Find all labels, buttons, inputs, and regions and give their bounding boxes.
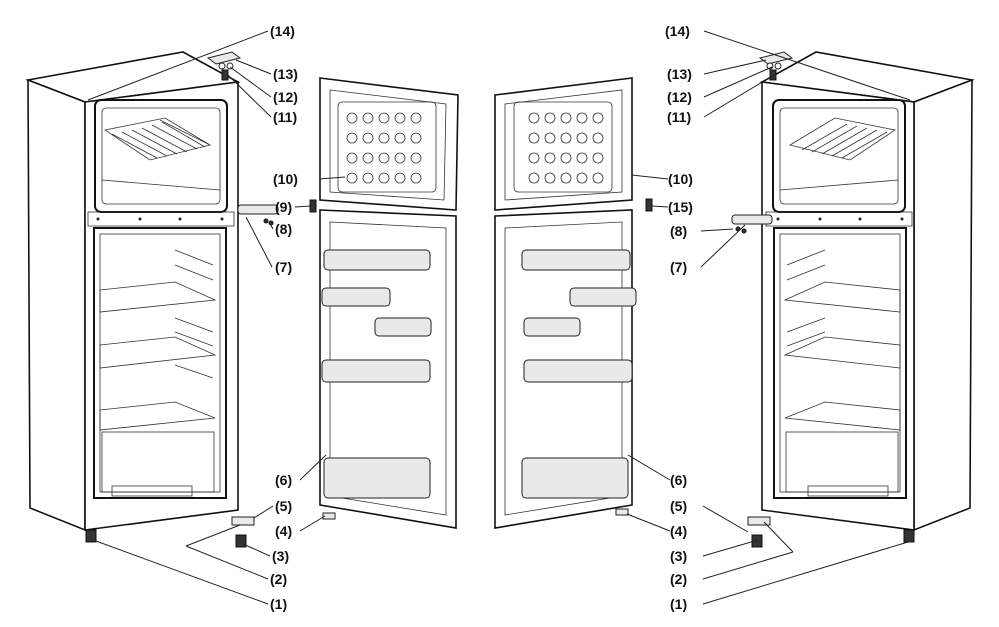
callout-left-6: (6) — [275, 472, 292, 488]
callout-left-3: (3) — [272, 548, 289, 564]
right-top-hinge-parts — [758, 51, 794, 81]
left-leader-lines — [87, 30, 346, 605]
callout-right-11: (11) — [667, 109, 691, 125]
callout-right-1: (1) — [670, 596, 687, 612]
left-cabinet — [25, 51, 241, 543]
callout-left-11: (11) — [273, 109, 297, 125]
left-top-hinge-parts — [206, 51, 242, 81]
callout-left-5: (5) — [275, 498, 292, 514]
callout-left-4: (4) — [275, 523, 292, 539]
callout-left-14: (14) — [270, 23, 295, 39]
callout-right-14: (14) — [665, 23, 690, 39]
right-bottom-hinge — [615, 508, 771, 548]
right-fridge-door — [494, 209, 637, 529]
right-middle-hinge — [645, 198, 773, 234]
callout-right-3: (3) — [670, 548, 687, 564]
left-bottom-hinge — [231, 512, 336, 548]
right-leader-lines — [626, 30, 911, 605]
callout-right-6: (6) — [670, 472, 687, 488]
callout-left-2: (2) — [270, 571, 287, 587]
callout-right-2: (2) — [670, 571, 687, 587]
callout-left-12: (12) — [273, 89, 298, 105]
right-freezer-shelf-grid — [788, 117, 897, 161]
callout-right-15: (15) — [668, 199, 693, 215]
right-fridge-shelves — [783, 249, 901, 431]
callout-left-7: (7) — [275, 259, 292, 275]
right-freezer-door-dimples — [528, 112, 604, 184]
callout-right-5: (5) — [670, 498, 687, 514]
callout-left-8: (8) — [275, 221, 292, 237]
callout-left-10: (10) — [273, 171, 298, 187]
left-freezer-door — [319, 77, 459, 211]
left-callouts: (14) (13) (12) (11) (10) (9) (8) (7) (6)… — [270, 23, 298, 612]
callout-right-10: (10) — [668, 171, 693, 187]
callout-left-9: (9) — [275, 199, 292, 215]
fridge-shelves — [99, 249, 217, 431]
callout-left-13: (13) — [273, 66, 298, 82]
left-fridge-door — [319, 209, 457, 529]
callout-right-13: (13) — [667, 66, 692, 82]
right-freezer-door — [494, 77, 633, 211]
right-callouts: (14) (13) (12) (11) (10) (15) (8) (7) (6… — [665, 23, 693, 612]
callout-right-8: (8) — [670, 223, 687, 239]
right-cabinet — [759, 51, 975, 543]
left-freezer-door-dimples — [346, 112, 422, 184]
callout-right-4: (4) — [670, 523, 687, 539]
callout-right-12: (12) — [667, 89, 692, 105]
freezer-shelf-grid — [103, 117, 212, 161]
callout-right-7: (7) — [670, 259, 687, 275]
callout-left-1: (1) — [270, 596, 287, 612]
